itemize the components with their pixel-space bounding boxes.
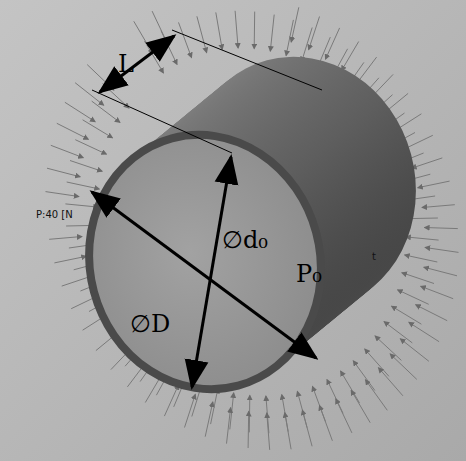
pressure-arrow bbox=[412, 158, 443, 168]
pressure-arrow bbox=[65, 102, 95, 121]
pressure-arrow bbox=[197, 16, 207, 52]
pressure-arrow bbox=[291, 7, 299, 42]
pressure-arrow bbox=[49, 237, 82, 240]
dimension-label: ∅D bbox=[130, 312, 170, 336]
pressure-arrow bbox=[366, 380, 388, 410]
pressure-arrow bbox=[164, 385, 178, 416]
annotation-text: t bbox=[372, 252, 376, 262]
pressure-arrow bbox=[418, 181, 450, 188]
pressure-arrow bbox=[351, 390, 370, 422]
dimension-line bbox=[100, 36, 174, 92]
pressure-arrow bbox=[75, 83, 104, 106]
pressure-arrow bbox=[227, 408, 231, 444]
dimension-label: ∅d₀ bbox=[222, 228, 268, 252]
pressure-arrow bbox=[392, 306, 422, 324]
pipe-end-face bbox=[61, 109, 349, 416]
pressure-arrow bbox=[379, 368, 403, 396]
pressure-arrow bbox=[425, 228, 458, 229]
pressure-arrow bbox=[422, 205, 455, 208]
extension-line bbox=[172, 30, 322, 90]
pressure-arrow bbox=[365, 349, 389, 376]
pressure-arrow bbox=[309, 17, 320, 50]
dimension-label: L bbox=[118, 52, 134, 76]
pressure-arrow bbox=[75, 140, 106, 155]
pressure-arrow bbox=[402, 273, 434, 284]
pressure-arrow bbox=[353, 361, 375, 391]
pressure-label: P₀ bbox=[296, 262, 322, 286]
pressure-arrow bbox=[235, 11, 238, 48]
pressure-arrow bbox=[83, 120, 113, 138]
pressure-arrow bbox=[248, 412, 250, 449]
pressure-arrow bbox=[51, 145, 83, 157]
pressure-arrow bbox=[152, 11, 168, 45]
pressure-arrow bbox=[406, 237, 439, 240]
pressure-arrow bbox=[205, 402, 213, 437]
pressure-arrow bbox=[47, 168, 80, 177]
pipe-shell-slice bbox=[61, 109, 349, 416]
pressure-arrow bbox=[320, 406, 333, 441]
pressure-arrow bbox=[421, 286, 453, 298]
pressure-arrow bbox=[425, 248, 458, 253]
pressure-arrow bbox=[326, 28, 340, 59]
pressure-arrow bbox=[375, 336, 401, 360]
pressure-arrow bbox=[67, 182, 100, 189]
pressure-arrow bbox=[65, 204, 98, 207]
pressure-arrow bbox=[179, 22, 192, 57]
extension-line bbox=[92, 90, 232, 153]
pressure-arrow bbox=[216, 12, 222, 49]
pressure-arrow bbox=[134, 21, 153, 53]
pressure-arrow bbox=[254, 12, 256, 49]
pressure-arrow bbox=[424, 267, 457, 276]
annotation-text: P:40 [N bbox=[36, 210, 73, 220]
pressure-arrows bbox=[46, 7, 459, 450]
pressure-arrow bbox=[390, 354, 417, 379]
pressure-arrow bbox=[398, 290, 429, 305]
pressure-arrow bbox=[336, 399, 352, 433]
pressure-arrow bbox=[285, 413, 291, 450]
pressure-arrow bbox=[302, 410, 312, 446]
pressure-arrow bbox=[270, 15, 274, 52]
pressure-arrow bbox=[70, 161, 102, 172]
pressure-arrow bbox=[405, 255, 438, 262]
pressure-arrow bbox=[341, 371, 360, 403]
pressure-arrow bbox=[342, 42, 359, 71]
pressure-arrow bbox=[54, 256, 86, 263]
pressure-arrow bbox=[185, 394, 196, 427]
pressure-arrow bbox=[57, 123, 89, 139]
pressure-arrow bbox=[416, 305, 448, 321]
pipe-shell bbox=[61, 31, 444, 416]
pressure-arrow bbox=[384, 322, 412, 343]
pressure-arrow bbox=[400, 339, 429, 362]
pressure-arrow bbox=[46, 192, 79, 197]
pressure-arrow bbox=[409, 322, 439, 341]
pressure-arrow bbox=[92, 101, 120, 122]
pressure-arrow bbox=[267, 413, 270, 450]
dimension-line bbox=[92, 192, 316, 358]
